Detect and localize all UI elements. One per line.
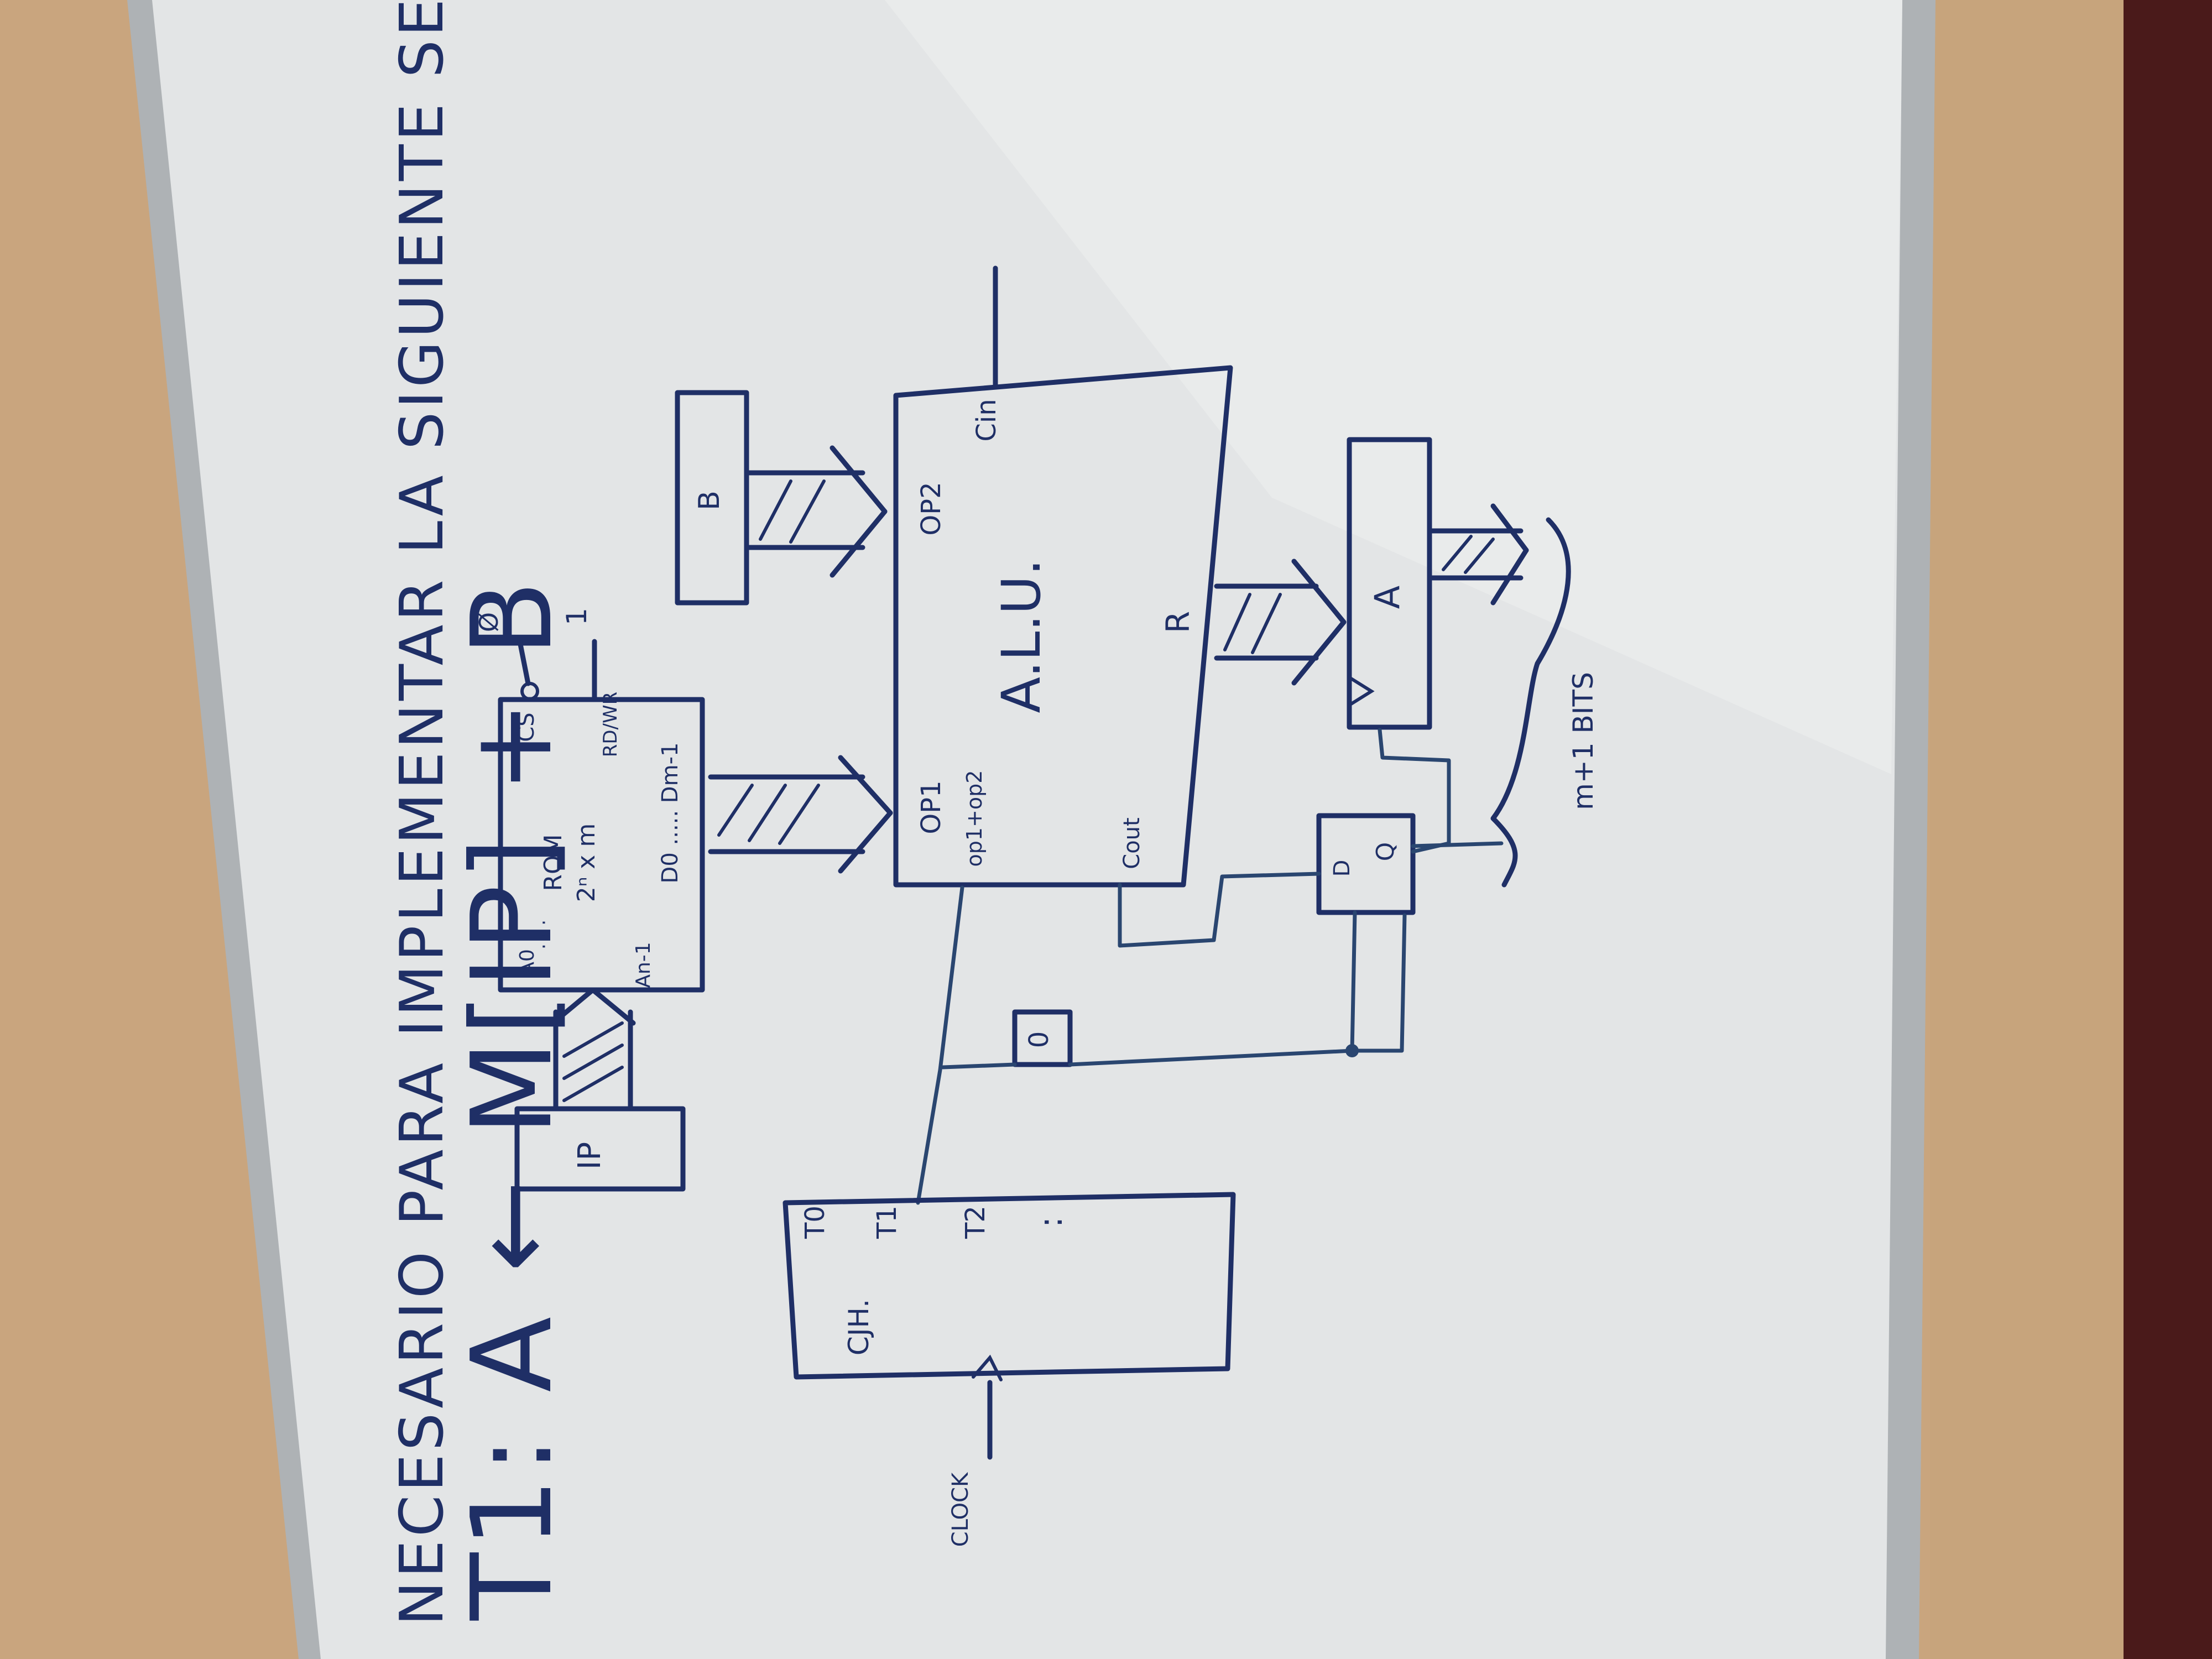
- bits-label: m+1 BITS: [1567, 672, 1599, 810]
- wire-q-out: [1413, 843, 1501, 846]
- clock-label: CLOCK: [948, 1472, 973, 1547]
- rom-rdwr: RD/WR: [599, 692, 622, 758]
- alu-r: R: [1159, 611, 1197, 633]
- rom-size: 2ⁿ x m: [572, 823, 601, 902]
- header-line1: NECESARIO PARA IMPLEMENTAR LA SIGUIENTE …: [388, 0, 457, 1626]
- rom-name: ROM: [539, 834, 567, 891]
- rom-a0: A0: [516, 949, 539, 975]
- alu-op2: OP2: [916, 482, 947, 535]
- wall-right: [1930, 0, 2124, 1659]
- ff-d: D: [1329, 860, 1355, 877]
- counter-t2: T2: [960, 1206, 991, 1239]
- counter-t1: T1: [872, 1206, 902, 1239]
- ff-q: Q: [1371, 842, 1400, 862]
- rom-addr-dots: · · ·: [533, 920, 555, 950]
- alu-name: A.L.U.: [990, 559, 1052, 713]
- a-label: A: [1367, 586, 1407, 609]
- zero-label: 0: [1024, 1031, 1055, 1048]
- alu-op: op1+op2: [962, 770, 987, 867]
- dark-door-edge: [2121, 0, 2212, 1659]
- alu-cin: Cin: [971, 399, 1002, 441]
- b-label: B: [693, 491, 726, 510]
- counter-t0: T0: [800, 1206, 831, 1239]
- counter-dots: :: [1031, 1217, 1070, 1228]
- rom-outputs: D0 ..... Dm-1: [658, 743, 683, 884]
- alu-cout: Cout: [1119, 817, 1145, 869]
- wire-junction: [1345, 1044, 1359, 1057]
- wire-op-zero: [943, 1065, 1015, 1067]
- cs-value: Ø: [474, 612, 504, 632]
- rom-an1: An-1: [632, 942, 655, 988]
- rdwr-value: 1: [561, 608, 593, 625]
- ip-label: IP: [572, 1142, 608, 1170]
- rom-cs: CS: [514, 712, 539, 742]
- counter-name: CJH.: [843, 1299, 875, 1355]
- alu-op1: OP1: [916, 780, 947, 834]
